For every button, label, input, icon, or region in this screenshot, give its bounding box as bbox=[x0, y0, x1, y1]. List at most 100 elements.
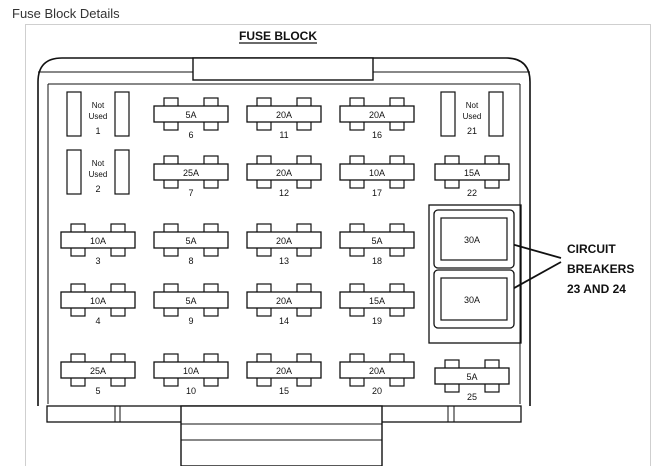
fuse-rating: 20A bbox=[276, 168, 292, 178]
fuse-number: 15 bbox=[279, 386, 289, 396]
top-tab bbox=[192, 57, 374, 81]
fuse-position-6: 5A 6 bbox=[153, 97, 229, 140]
fuse-position-12: 20A 12 bbox=[246, 155, 322, 198]
empty-slot bbox=[114, 91, 130, 137]
fuse-body bbox=[60, 291, 136, 309]
fuse-position-22: 15A 22 bbox=[434, 155, 510, 198]
diagram-title: FUSE BLOCK bbox=[239, 29, 317, 43]
fuse-rating: Used bbox=[463, 112, 482, 121]
callout-line-1: CIRCUIT bbox=[567, 242, 616, 256]
fuse-position-18: 5A 18 bbox=[339, 223, 415, 266]
fuse-number: 8 bbox=[188, 256, 193, 266]
fuse-body bbox=[339, 361, 415, 379]
fuse-rating: 20A bbox=[276, 110, 292, 120]
fuse-body bbox=[60, 361, 136, 379]
fuse-rating: 5A bbox=[185, 236, 196, 246]
empty-slot bbox=[440, 91, 456, 137]
fuse-position-16: 20A 16 bbox=[339, 97, 415, 140]
fuse-rating: 10A bbox=[90, 296, 106, 306]
fuse-body bbox=[434, 163, 510, 181]
fuse-body bbox=[339, 291, 415, 309]
fuse-number: 1 bbox=[95, 126, 100, 136]
page-heading: Fuse Block Details bbox=[12, 6, 120, 21]
fuse-number: 12 bbox=[279, 188, 289, 198]
fuse-rating: 20A bbox=[369, 366, 385, 376]
breaker-body bbox=[440, 217, 508, 261]
fuse-position-20: 20A 20 bbox=[339, 353, 415, 396]
fuse-number: 18 bbox=[372, 256, 382, 266]
fuse-number: 19 bbox=[372, 316, 382, 326]
fuse-rating: Not bbox=[466, 101, 479, 110]
fuse-number: 6 bbox=[188, 130, 193, 140]
fuse-position-19: 15A 19 bbox=[339, 283, 415, 326]
fuse-position-15: 20A 15 bbox=[246, 353, 322, 396]
circuit-breaker-24: 30A bbox=[433, 269, 515, 329]
fuse-position-8: 5A 8 bbox=[153, 223, 229, 266]
fuse-body bbox=[60, 231, 136, 249]
empty-slot bbox=[66, 149, 82, 195]
breaker-rating: 30A bbox=[464, 235, 480, 245]
fuse-rating: 5A bbox=[185, 110, 196, 120]
fuse-rating: Used bbox=[89, 112, 108, 121]
fuse-rating: 5A bbox=[185, 296, 196, 306]
empty-slot bbox=[114, 149, 130, 195]
fuse-body bbox=[246, 361, 322, 379]
fuse-body bbox=[153, 105, 229, 123]
fuse-position-4: 10A 4 bbox=[60, 283, 136, 326]
fuse-number: 17 bbox=[372, 188, 382, 198]
fuse-number: 13 bbox=[279, 256, 289, 266]
breaker-bay bbox=[428, 204, 522, 344]
fuse-number: 7 bbox=[188, 188, 193, 198]
fuse-number: 9 bbox=[188, 316, 193, 326]
fuse-number: 21 bbox=[467, 126, 477, 136]
fuse-rating: 5A bbox=[371, 236, 382, 246]
fuse-number: 25 bbox=[467, 392, 477, 402]
connector-tab bbox=[180, 405, 383, 466]
fuse-rating: 20A bbox=[276, 366, 292, 376]
fuse-rating: 20A bbox=[369, 110, 385, 120]
fuse-body bbox=[153, 231, 229, 249]
fuse-body bbox=[246, 291, 322, 309]
callout-line-3: 23 AND 24 bbox=[567, 282, 626, 296]
callout-line-2: BREAKERS bbox=[567, 262, 634, 276]
fuse-position-3: 10A 3 bbox=[60, 223, 136, 266]
fuse-number: 10 bbox=[186, 386, 196, 396]
fuse-position-25: 5A 25 bbox=[434, 359, 510, 402]
fuse-body bbox=[153, 361, 229, 379]
fuse-number: 4 bbox=[95, 316, 100, 326]
fuse-rating: 25A bbox=[90, 366, 106, 376]
fuse-number: 5 bbox=[95, 386, 100, 396]
fuse-number: 3 bbox=[95, 256, 100, 266]
fuse-body bbox=[153, 291, 229, 309]
fuse-body bbox=[434, 367, 510, 385]
callout-arrow-24 bbox=[506, 261, 562, 293]
fuse-body bbox=[339, 105, 415, 123]
fuse-position-10: 10A 10 bbox=[153, 353, 229, 396]
fuse-rating: Used bbox=[89, 170, 108, 179]
fuse-number: 2 bbox=[95, 184, 100, 194]
fuse-rating: 15A bbox=[369, 296, 385, 306]
fuse-rating: 10A bbox=[90, 236, 106, 246]
fuse-rating: 20A bbox=[276, 296, 292, 306]
fuse-position-5: 25A 5 bbox=[60, 353, 136, 396]
fuse-rating: 10A bbox=[183, 366, 199, 376]
fuse-number: 22 bbox=[467, 188, 477, 198]
fuse-body bbox=[246, 163, 322, 181]
fuse-rating: 5A bbox=[466, 372, 477, 382]
fuse-rating: 15A bbox=[464, 168, 480, 178]
fuse-body bbox=[246, 105, 322, 123]
fuse-number: 20 bbox=[372, 386, 382, 396]
fuse-body bbox=[339, 231, 415, 249]
circuit-breaker-23: 30A bbox=[433, 209, 515, 269]
empty-slot bbox=[66, 91, 82, 137]
diagram-frame bbox=[25, 24, 651, 466]
fuse-number: 16 bbox=[372, 130, 382, 140]
empty-slot bbox=[488, 91, 504, 137]
